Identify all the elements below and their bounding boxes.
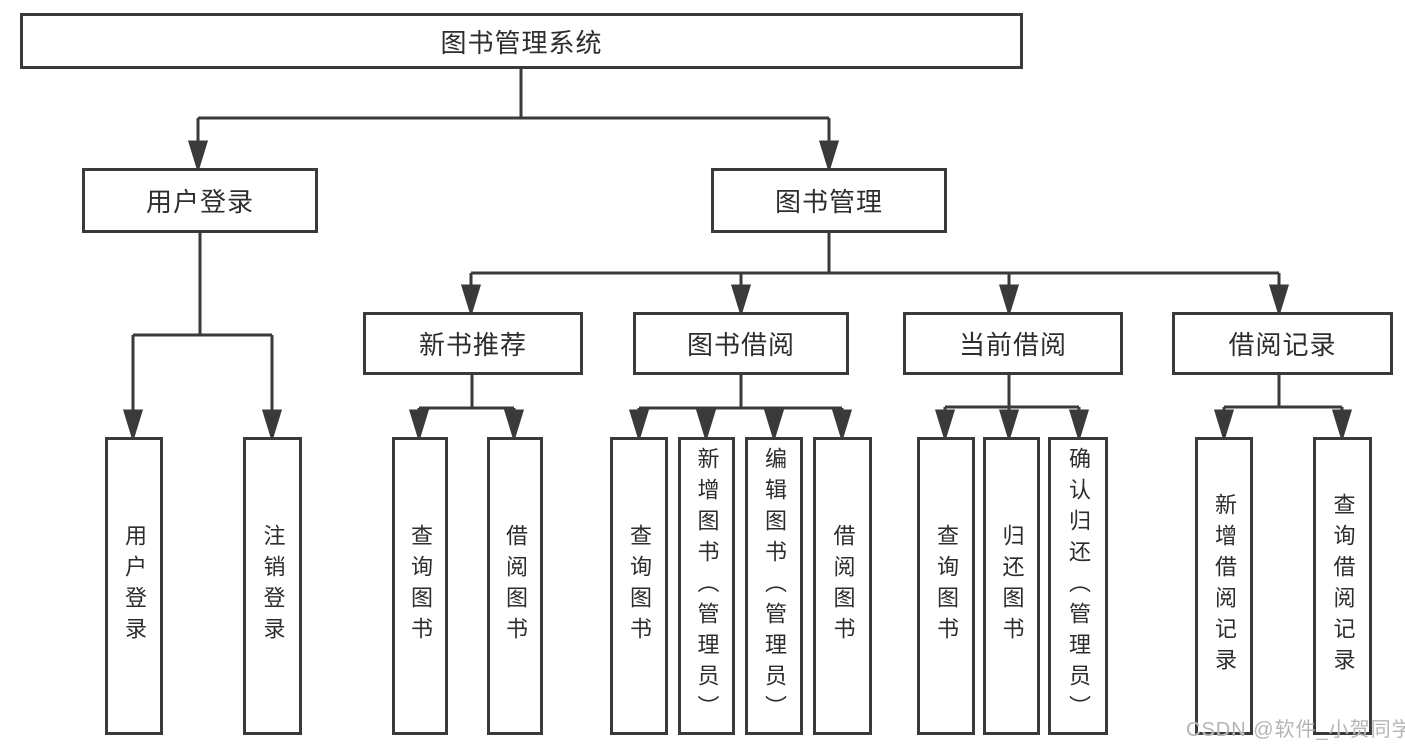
node-book-management: 图书管理 xyxy=(711,168,947,233)
csdn-watermark: CSDN @软件_小贺同学 xyxy=(1186,719,1405,741)
connector-book-borrow-children xyxy=(628,375,853,443)
leaf-edit-books-admin: 编辑图书（管理员） xyxy=(745,437,803,735)
leaf-query-books-recommend: 查询图书 xyxy=(392,437,448,735)
arrow-down-icon xyxy=(763,409,785,443)
arrow-down-icon xyxy=(1331,409,1353,443)
arrow-down-icon xyxy=(460,284,482,318)
arrow-down-icon xyxy=(998,284,1020,318)
connector-book-management-children xyxy=(460,232,1290,318)
leaf-return-books: 归还图书 xyxy=(983,437,1040,735)
node-new-book-recommend: 新书推荐 xyxy=(363,312,583,375)
leaf-borrow-books: 借阅图书 xyxy=(813,437,872,735)
leaf-add-borrow-record: 新增借阅记录 xyxy=(1195,437,1253,735)
arrow-down-icon xyxy=(408,409,430,443)
connector-root-to-level2 xyxy=(187,69,840,174)
arrow-down-icon xyxy=(1068,409,1090,443)
arrow-down-icon xyxy=(261,409,283,443)
arrow-down-icon xyxy=(187,140,209,174)
node-user-login: 用户登录 xyxy=(82,168,318,233)
connector-current-borrow-children xyxy=(934,375,1090,443)
arrow-down-icon xyxy=(503,409,525,443)
arrow-down-icon xyxy=(998,409,1020,443)
arrow-down-icon xyxy=(831,409,853,443)
leaf-logout: 注销登录 xyxy=(243,437,302,735)
node-borrow-records: 借阅记录 xyxy=(1172,312,1393,375)
connector-user-login-children xyxy=(122,233,283,443)
arrow-down-icon xyxy=(730,284,752,318)
arrow-down-icon xyxy=(1213,409,1235,443)
leaf-query-books-borrow: 查询图书 xyxy=(610,437,668,735)
node-book-borrow: 图书借阅 xyxy=(633,312,849,375)
arrow-down-icon xyxy=(1268,284,1290,318)
arrow-down-icon xyxy=(818,140,840,174)
arrow-down-icon xyxy=(934,409,956,443)
node-current-borrow: 当前借阅 xyxy=(903,312,1123,375)
leaf-confirm-return-admin: 确认归还（管理员） xyxy=(1048,437,1108,735)
connector-borrow-records-children xyxy=(1213,375,1353,443)
arrow-down-icon xyxy=(122,409,144,443)
connector-new-book-recommend-children xyxy=(408,375,525,443)
leaf-query-borrow-record: 查询借阅记录 xyxy=(1313,437,1372,735)
leaf-query-books-current: 查询图书 xyxy=(917,437,975,735)
leaf-user-login: 用户登录 xyxy=(105,437,163,735)
node-root-library-system: 图书管理系统 xyxy=(20,13,1023,69)
leaf-borrow-books-recommend: 借阅图书 xyxy=(487,437,543,735)
arrow-down-icon xyxy=(695,409,717,443)
arrow-down-icon xyxy=(628,409,650,443)
leaf-add-books-admin: 新增图书（管理员） xyxy=(678,437,735,735)
